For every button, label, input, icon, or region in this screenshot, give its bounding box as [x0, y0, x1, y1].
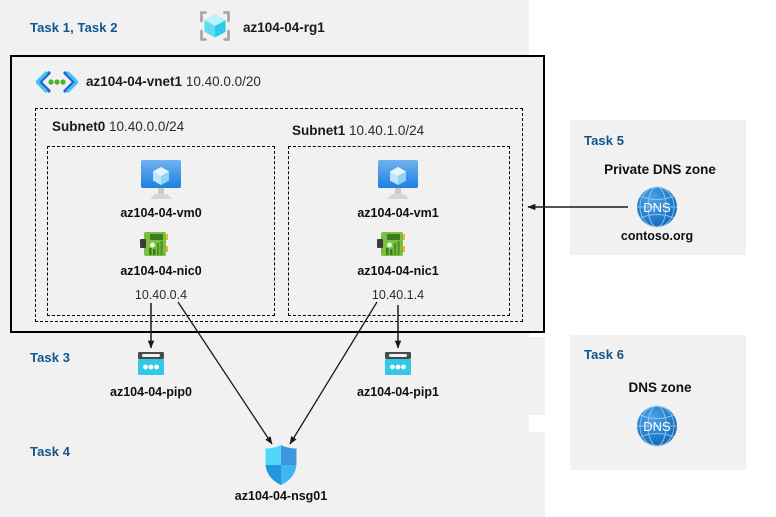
nic0-label: az104-04-nic0 — [120, 264, 202, 278]
public-ip-address-icon — [382, 350, 414, 378]
resource-group-icon — [196, 7, 234, 45]
subnet1-box — [288, 146, 510, 316]
virtual-network-title: az104-04-vnet1 10.40.0.0/20 — [86, 74, 261, 89]
task6-panel — [570, 335, 746, 470]
task-label-1-2: Task 1, Task 2 — [30, 20, 118, 35]
dns-icon-text: DNS — [643, 200, 671, 215]
vm0-label: az104-04-vm0 — [120, 206, 202, 220]
virtual-network-cidr: 10.40.0.0/20 — [185, 74, 261, 89]
nic1-label: az104-04-nic1 — [357, 264, 439, 278]
dns-zone-icon: DNS — [634, 184, 680, 230]
nsg-label: az104-04-nsg01 — [234, 489, 328, 503]
subnet1-name: Subnet1 — [292, 123, 346, 138]
virtual-network-name: az104-04-vnet1 — [86, 74, 183, 89]
task-label-3: Task 3 — [30, 350, 71, 365]
network-interface-icon — [375, 228, 409, 260]
dns-zone-icon: DNS — [634, 403, 680, 449]
pip0-label: az104-04-pip0 — [110, 385, 192, 399]
nic0-ip: 10.40.0.4 — [134, 288, 188, 302]
task-label-4: Task 4 — [30, 444, 71, 459]
nic1-ip: 10.40.1.4 — [371, 288, 425, 302]
dns-zone-heading: DNS zone — [628, 380, 692, 395]
task-label-5: Task 5 — [584, 133, 625, 148]
subnets-container — [35, 108, 523, 322]
subnet0-cidr: 10.40.0.0/24 — [109, 119, 185, 134]
subnet0-title: Subnet0 10.40.0.0/24 — [52, 119, 184, 134]
virtual-machine-icon — [371, 158, 425, 202]
dns-icon-text: DNS — [643, 419, 671, 434]
private-dns-zone-heading: Private DNS zone — [604, 162, 716, 177]
subnet0-box — [47, 146, 275, 316]
virtual-network-icon — [36, 70, 78, 94]
task3-panel — [16, 337, 545, 415]
resource-group-name: az104-04-rg1 — [243, 20, 325, 35]
virtual-network-container — [10, 55, 545, 333]
task-label-6: Task 6 — [584, 347, 625, 362]
vm1-label: az104-04-vm1 — [357, 206, 439, 220]
pip1-label: az104-04-pip1 — [357, 385, 439, 399]
private-dns-zone-name: contoso.org — [620, 229, 694, 243]
network-interface-icon — [138, 228, 172, 260]
virtual-machine-icon — [134, 158, 188, 202]
public-ip-address-icon — [135, 350, 167, 378]
subnet0-name: Subnet0 — [52, 119, 106, 134]
subnet1-cidr: 10.40.1.0/24 — [349, 123, 425, 138]
network-security-group-icon — [262, 443, 300, 487]
subnet1-title: Subnet1 10.40.1.0/24 — [292, 123, 424, 138]
resource-group-name-text: az104-04-rg1 — [243, 20, 325, 35]
